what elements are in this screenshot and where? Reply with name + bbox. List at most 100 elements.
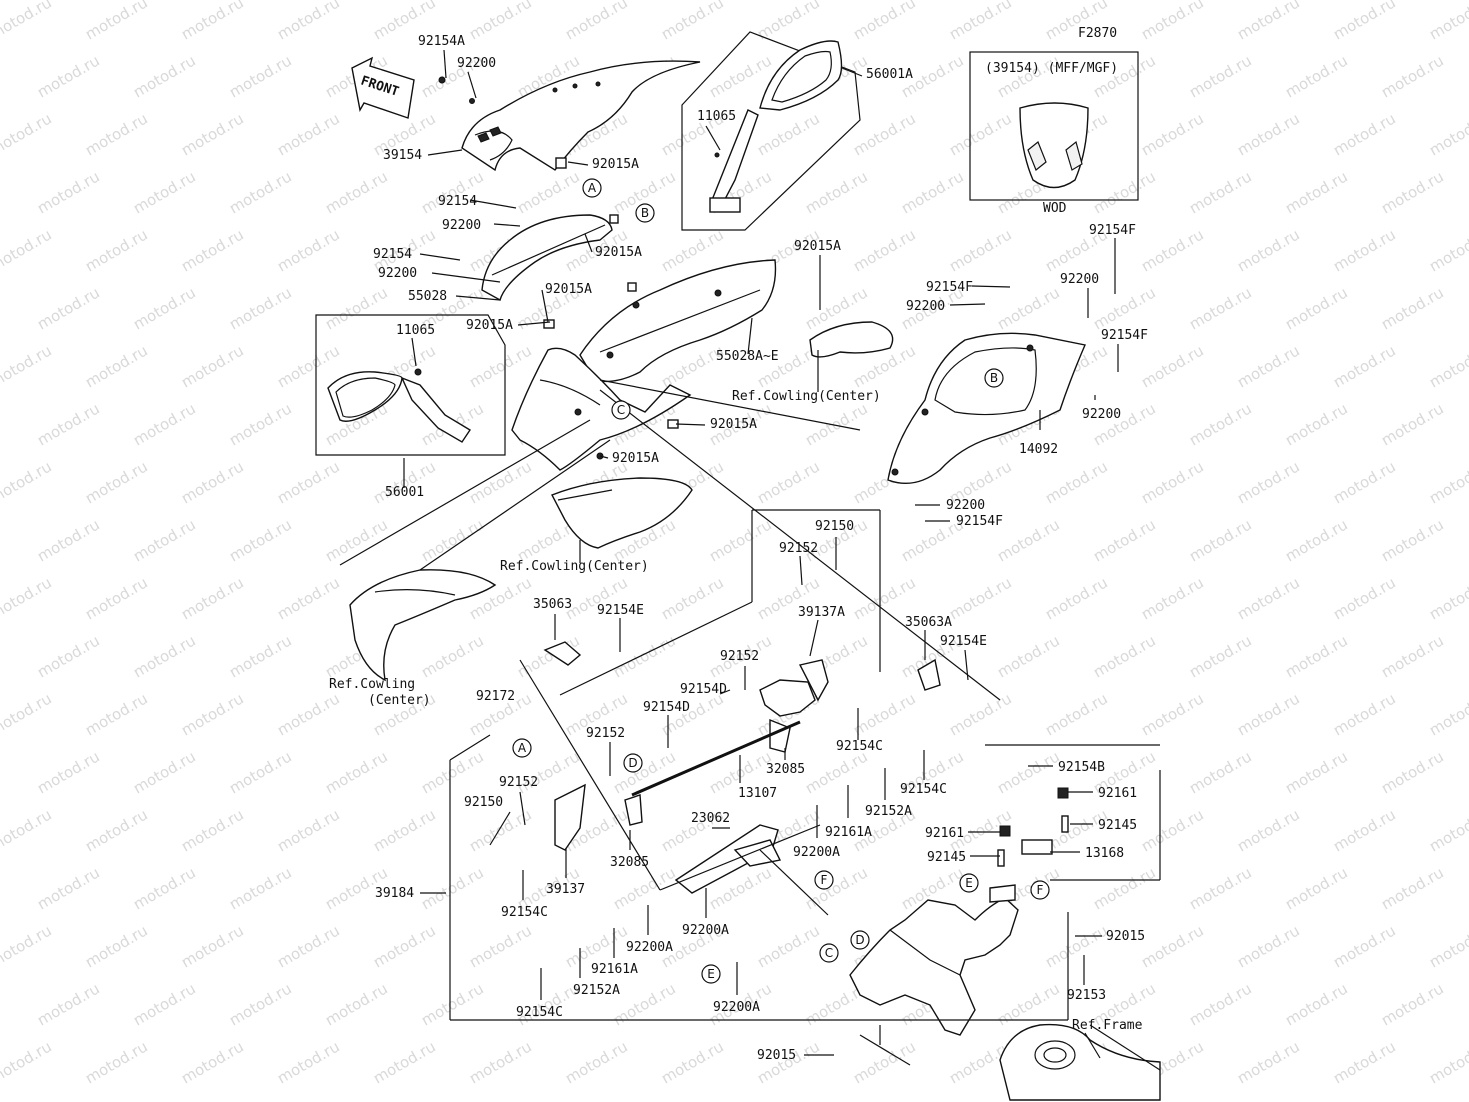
part-labels: 92154A922003915492015A1106556001A9215492… [329, 34, 1148, 1063]
part-label-l17: Ref.Cowling(Center) [732, 389, 881, 404]
leader-line [705, 125, 721, 151]
watermark-text: motod.ru [1090, 515, 1159, 565]
watermark-text: motod.ru [1234, 805, 1303, 855]
callout-letter: D [628, 756, 637, 770]
part-label-l72: 92015 [757, 1048, 796, 1063]
leader-line [339, 419, 591, 566]
watermark-text: motod.ru [1330, 573, 1399, 623]
watermark-text: motod.ru [130, 51, 199, 101]
watermark-text: motod.ru [658, 225, 727, 275]
watermark-text: motod.ru [34, 979, 103, 1029]
watermark-text: motod.ru [1330, 805, 1399, 855]
callout-letter: E [965, 876, 973, 890]
watermark-text: motod.ru [82, 109, 151, 159]
watermark-text: motod.ru [130, 399, 199, 449]
leader-line [559, 601, 753, 696]
watermark-text: motod.ru [754, 109, 823, 159]
watermark-text: motod.ru [274, 109, 343, 159]
watermark-text: motod.ru [466, 457, 535, 507]
leader-line [427, 149, 463, 156]
watermark-text: motod.ru [1186, 51, 1255, 101]
part-label-l47: 13107 [738, 786, 777, 801]
watermark-text: motod.ru [1138, 0, 1207, 43]
watermark-text: motod.ru [0, 109, 55, 159]
watermark-text: motod.ru [130, 747, 199, 797]
part-label-l59: 92145 [927, 850, 966, 865]
watermark-text: motod.ru [1234, 341, 1303, 391]
mirror-left-part [315, 314, 506, 456]
leader-line [584, 233, 593, 253]
part-label-l07: 92154 [438, 194, 477, 209]
leader-line [759, 849, 829, 916]
watermark-text: motod.ru [1282, 979, 1351, 1029]
watermark-text: motod.ru [370, 921, 439, 971]
watermark-text: motod.ru [754, 921, 823, 971]
watermark-text: motod.ru [1426, 805, 1469, 855]
watermark-text: motod.ru [898, 167, 967, 217]
watermark-text: motod.ru [1282, 863, 1351, 913]
watermark-text: motod.ru [1186, 979, 1255, 1029]
watermark-text: motod.ru [1330, 1037, 1399, 1087]
leader-line [599, 455, 609, 459]
clamp-13168-part [997, 787, 1069, 867]
callout-circle [701, 964, 721, 984]
watermark-text: motod.ru [850, 109, 919, 159]
leader-line [411, 337, 417, 367]
part-label-l11: 92200 [378, 266, 417, 281]
watermark-text: motod.ru [1234, 1037, 1303, 1087]
callout-circle [512, 738, 532, 758]
watermark-text: motod.ru [658, 573, 727, 623]
watermark-text: motod.ru [994, 631, 1063, 681]
part-label-l71: Ref.Frame [1072, 1018, 1143, 1033]
watermark-text: motod.ru [466, 1037, 535, 1087]
part-label-l26: 92200 [1060, 272, 1099, 287]
part-label-l45: 92152 [499, 775, 538, 790]
watermark-text: motod.ru [178, 573, 247, 623]
watermark-text: motod.ru [274, 573, 343, 623]
watermark-text: motod.ru [466, 0, 535, 43]
watermark-text: motod.ru [1330, 689, 1399, 739]
leader-line [599, 379, 861, 431]
watermark-text: motod.ru [1378, 747, 1447, 797]
part-label-l65: 92161A [591, 962, 638, 977]
diagram-code: F2870 [1078, 26, 1117, 41]
ref-cowling-center-1 [551, 477, 693, 549]
part-label-l34: 35063 [533, 597, 572, 612]
watermark-text: motod.ru [178, 805, 247, 855]
bracket-assembly [543, 641, 941, 894]
leader-line [1084, 1032, 1101, 1059]
watermark-text: motod.ru [34, 51, 103, 101]
watermark-text: motod.ru [1090, 283, 1159, 333]
watermark-text: motod.ru [370, 805, 439, 855]
watermark-text: motod.ru [658, 1037, 727, 1087]
part-label-l14: 92015A [466, 318, 513, 333]
watermark-text: motod.ru [946, 109, 1015, 159]
part-label-l74: (Center) [368, 693, 431, 708]
ref-cowling-center-2 [809, 321, 894, 358]
leader-line [419, 439, 611, 571]
callout-cD2: D [850, 930, 870, 950]
watermark-text: motod.ru [418, 515, 487, 565]
watermark-text: motod.ru [82, 573, 151, 623]
part-label-l61: 39184 [375, 886, 414, 901]
watermark-text: motod.ru [1330, 109, 1399, 159]
watermark-text: motod.ru [1426, 921, 1469, 971]
callout-cB1: B [635, 203, 655, 223]
callout-letter: B [990, 371, 998, 385]
watermark-text: motod.ru [1186, 283, 1255, 333]
watermark-text: motod.ru [226, 283, 295, 333]
watermark-text: motod.ru [802, 167, 871, 217]
part-label-l09: 92015A [595, 245, 642, 260]
watermark-text: motod.ru [0, 457, 55, 507]
watermark-text: motod.ru [1426, 341, 1469, 391]
callout-letter: F [1037, 883, 1044, 897]
watermark-text: motod.ru [0, 573, 55, 623]
watermark-text: motod.ru [418, 631, 487, 681]
part-label-l58: 92161 [925, 826, 964, 841]
part-label-l02: 92200 [457, 56, 496, 71]
watermark-text: motod.ru [850, 689, 919, 739]
watermark-text: motod.ru [1330, 921, 1399, 971]
watermark-text: motod.ru [610, 863, 679, 913]
part-label-l01: 92154A [418, 34, 465, 49]
